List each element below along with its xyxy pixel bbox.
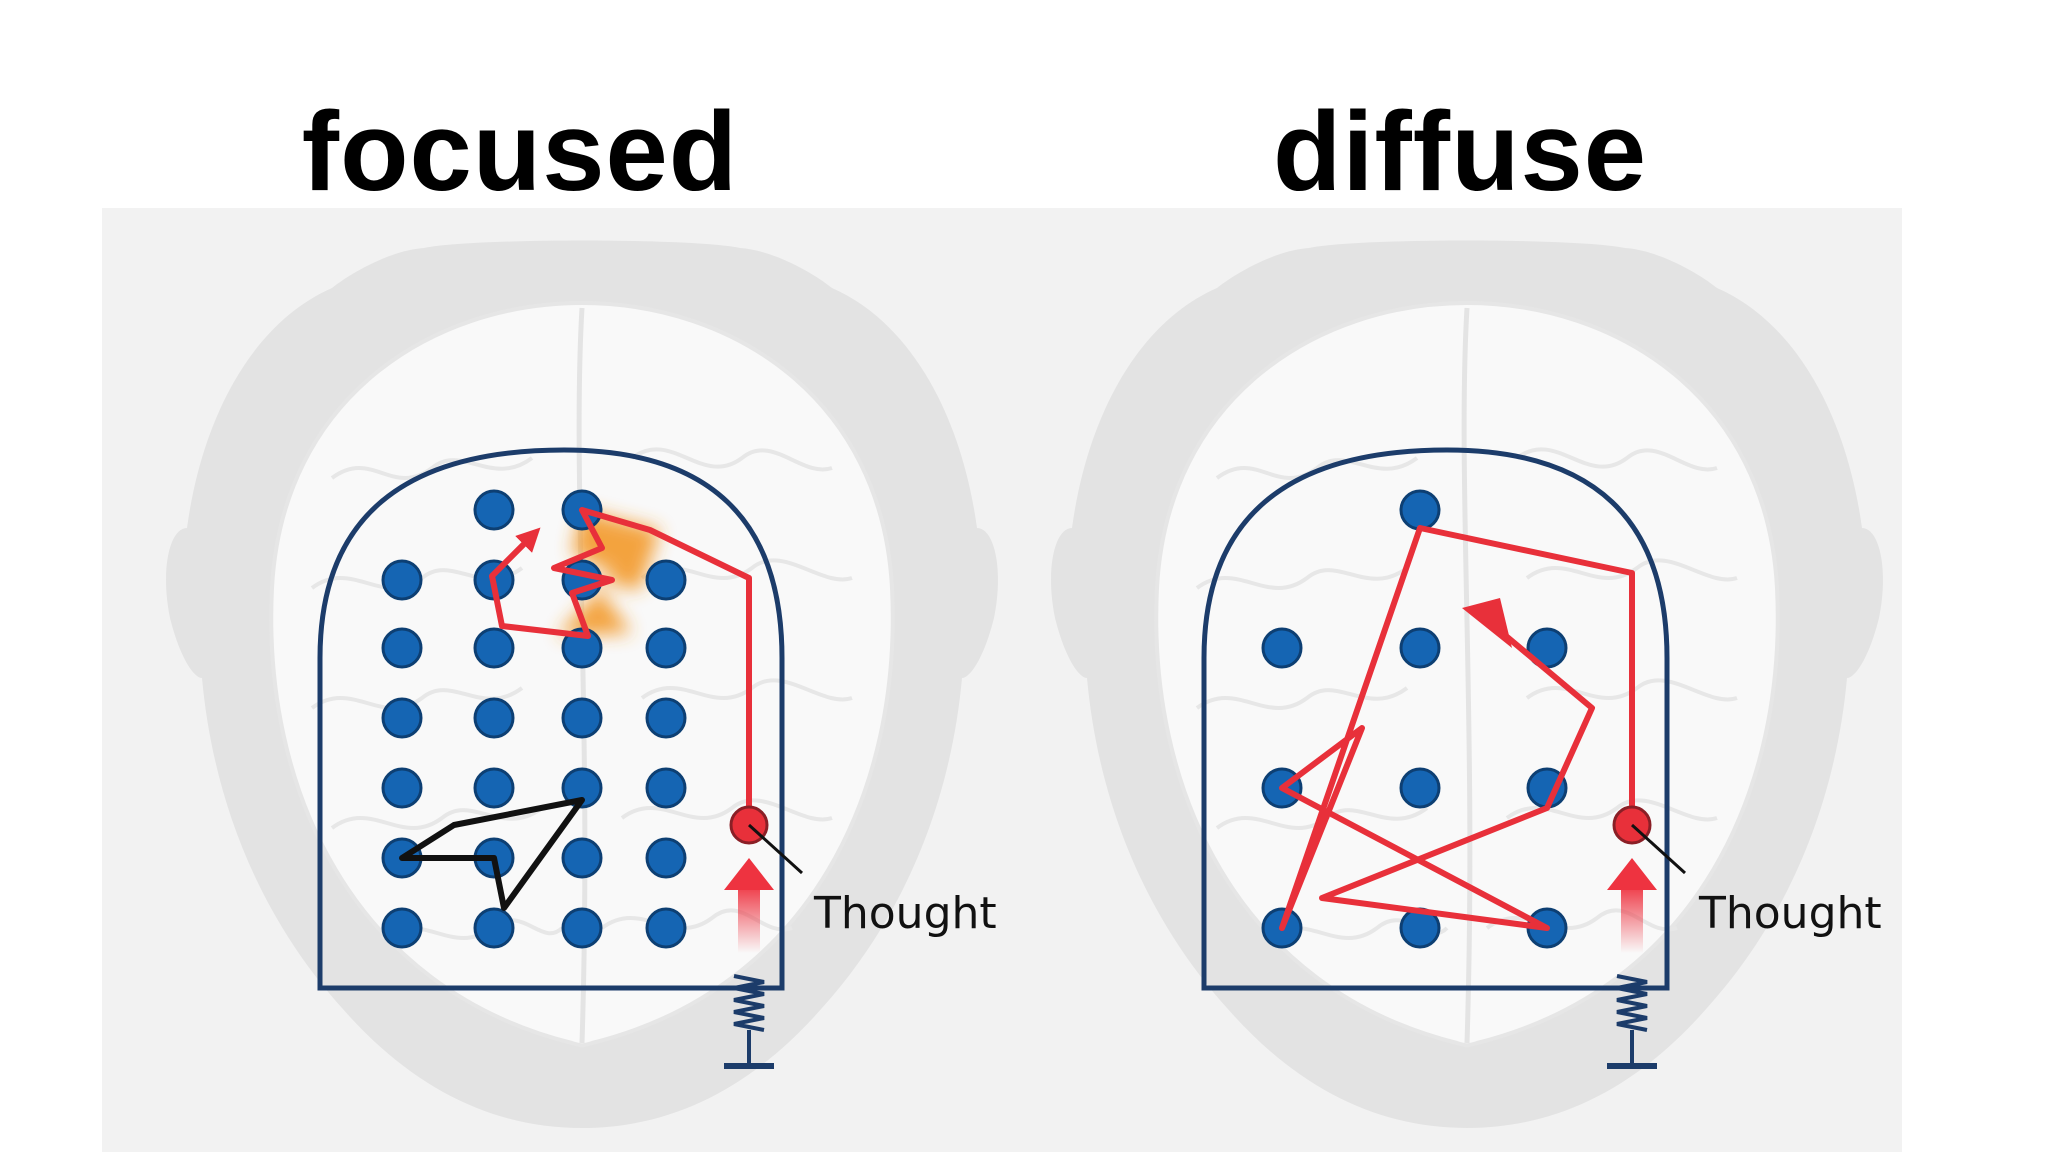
node — [561, 697, 603, 739]
node — [1399, 627, 1441, 669]
node — [645, 837, 687, 879]
node — [381, 559, 423, 601]
thought-label-right: Thought — [1698, 888, 1882, 939]
focused-loop-path — [399, 797, 585, 911]
node — [561, 837, 603, 879]
illustration-panel: Thought — [102, 208, 1902, 1152]
spring-icon — [724, 974, 774, 1069]
node — [473, 697, 515, 739]
node — [645, 627, 687, 669]
node — [561, 627, 603, 669]
diffuse-thought-path — [1279, 525, 1635, 931]
diffuse-title: diffuse — [1272, 89, 1648, 214]
diffuse-frame — [1201, 447, 1670, 991]
brain-modes-diagram: Thought — [102, 208, 1902, 1152]
focused-title: focused — [301, 89, 739, 214]
node — [645, 767, 687, 809]
thought-label-left: Thought — [813, 888, 997, 939]
node — [381, 767, 423, 809]
node — [645, 559, 687, 601]
focused-diagram: Thought — [317, 447, 997, 1069]
node — [473, 627, 515, 669]
node — [1399, 767, 1441, 809]
diffuse-head — [1051, 241, 1883, 1129]
focused-thought-path — [489, 507, 752, 825]
node — [645, 907, 687, 949]
node — [1261, 627, 1303, 669]
focused-node-grid — [381, 489, 687, 949]
focused-head — [166, 241, 998, 1129]
node — [561, 767, 603, 809]
node — [473, 907, 515, 949]
node — [645, 697, 687, 739]
spring-icon — [1607, 974, 1657, 1069]
node — [473, 489, 515, 531]
node — [381, 627, 423, 669]
node — [1399, 489, 1441, 531]
node — [561, 907, 603, 949]
node — [381, 907, 423, 949]
node — [561, 559, 603, 601]
node — [473, 767, 515, 809]
focused-frame — [317, 447, 785, 991]
node — [381, 697, 423, 739]
diffuse-diagram: Thought — [1201, 447, 1882, 1069]
